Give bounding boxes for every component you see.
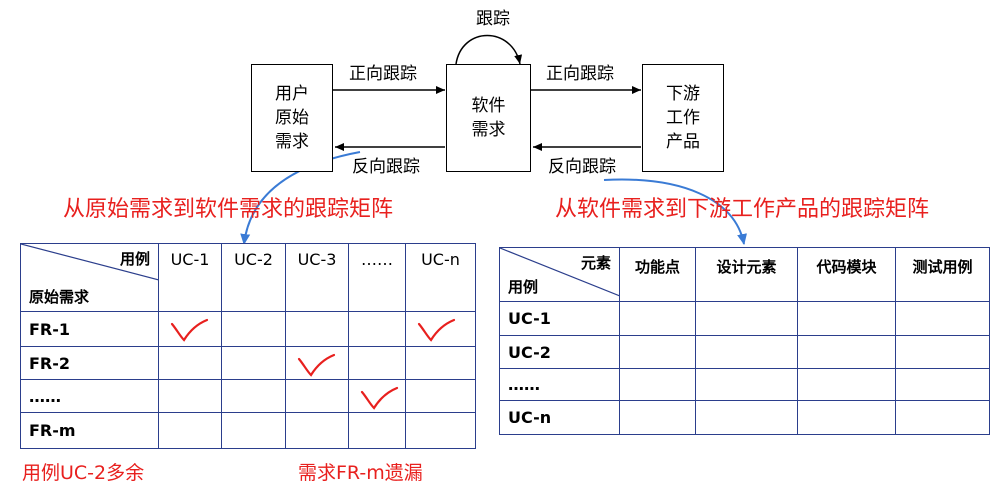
right-col-header: 设计元素 [695, 247, 798, 302]
matrix-cell [221, 412, 286, 449]
check-mark-icon [360, 386, 399, 410]
matrix-cell [695, 368, 798, 401]
table-row: UC-n [499, 400, 990, 435]
matrix-cell [619, 301, 696, 336]
matrix-cell [895, 301, 990, 336]
table-row: UC-1 [499, 301, 990, 336]
matrix-cell [348, 346, 406, 380]
left-matrix-corner: 用例 原始需求 [20, 243, 159, 312]
right-trace-matrix: 元素 用例 功能点 设计元素 代码模块 测试用例 UC-1 UC-2 …… UC… [499, 247, 990, 435]
matrix-cell [895, 368, 990, 401]
check-mark-icon [417, 318, 456, 342]
left-row-header: …… [20, 379, 159, 413]
note-missing-requirement: 需求FR-m遗漏 [298, 462, 423, 484]
matrix-cell [405, 346, 476, 380]
forward-trace-label-right: 正向跟踪 [546, 64, 614, 84]
matrix-cell [221, 379, 286, 413]
matrix-cell [348, 412, 406, 449]
matrix-cell [797, 301, 896, 336]
right-matrix-title: 从软件需求到下游工作产品的跟踪矩阵 [555, 197, 930, 222]
right-col-header: 代码模块 [797, 247, 896, 302]
left-col-header: UC-3 [285, 243, 349, 312]
left-col-header: UC-n [405, 243, 476, 312]
table-row: UC-2 [499, 335, 990, 369]
right-corner-col-header: 元素 [580, 254, 611, 272]
downstream-product-box: 下游 工作 产品 [642, 64, 724, 172]
backward-trace-label-right: 反向跟踪 [548, 157, 616, 177]
self-trace-label: 跟踪 [476, 9, 510, 29]
left-row-header: FR-2 [20, 346, 159, 380]
backward-trace-label-left: 反向跟踪 [352, 157, 420, 177]
matrix-cell [895, 335, 990, 369]
right-corner-row-header: 用例 [508, 278, 539, 296]
curve-to-right-matrix [603, 178, 747, 245]
matrix-cell [348, 379, 406, 413]
matrix-cell [221, 311, 286, 347]
right-col-header: 功能点 [619, 247, 696, 302]
right-row-header: UC-2 [499, 335, 620, 369]
software-requirement-box: 软件 需求 [446, 64, 531, 172]
left-col-header: UC-2 [221, 243, 286, 312]
matrix-cell [619, 368, 696, 401]
forward-trace-label-left: 正向跟踪 [349, 64, 417, 84]
right-matrix-corner: 元素 用例 [499, 247, 620, 302]
left-col-header: …… [348, 243, 406, 312]
left-corner-row-header: 原始需求 [29, 288, 90, 306]
matrix-cell [405, 379, 476, 413]
matrix-cell [895, 400, 990, 435]
matrix-cell [405, 412, 476, 449]
matrix-cell [797, 400, 896, 435]
matrix-cell [158, 311, 222, 347]
matrix-cell [285, 412, 349, 449]
user-requirement-box: 用户 原始 需求 [251, 64, 333, 172]
matrix-cell [285, 346, 349, 380]
matrix-cell [695, 301, 798, 336]
matrix-cell [619, 335, 696, 369]
matrix-cell [158, 412, 222, 449]
matrix-cell [221, 346, 286, 380]
table-row: FR-m [20, 412, 476, 449]
matrix-cell [158, 346, 222, 380]
matrix-cell [285, 311, 349, 347]
matrix-cell [348, 311, 406, 347]
matrix-cell [619, 400, 696, 435]
matrix-cell [695, 400, 798, 435]
left-row-header: FR-m [20, 412, 159, 449]
table-row: FR-2 [20, 346, 476, 380]
matrix-cell [797, 335, 896, 369]
right-col-header: 测试用例 [895, 247, 990, 302]
matrix-cell [158, 379, 222, 413]
left-col-header: UC-1 [158, 243, 222, 312]
matrix-cell [285, 379, 349, 413]
self-trace-loop [455, 34, 523, 65]
left-corner-col-header: 用例 [119, 250, 150, 268]
right-row-header: …… [499, 368, 620, 401]
top-flow-connectors [240, 34, 747, 245]
check-mark-icon [297, 353, 336, 377]
table-row: …… [499, 368, 990, 401]
right-row-header: UC-1 [499, 301, 620, 336]
check-mark-icon [170, 318, 209, 342]
note-redundant-usecase: 用例UC-2多余 [22, 462, 145, 484]
table-row: FR-1 [20, 311, 476, 347]
matrix-cell [797, 368, 896, 401]
matrix-cell [405, 311, 476, 347]
curve-to-left-matrix [240, 151, 361, 245]
table-row: …… [20, 379, 476, 413]
left-matrix-title: 从原始需求到软件需求的跟踪矩阵 [63, 197, 394, 222]
right-row-header: UC-n [499, 400, 620, 435]
left-trace-matrix: 用例 原始需求 UC-1 UC-2 UC-3 …… UC-n FR-1 FR-2… [20, 243, 476, 449]
matrix-cell [695, 335, 798, 369]
left-row-header: FR-1 [20, 311, 159, 347]
